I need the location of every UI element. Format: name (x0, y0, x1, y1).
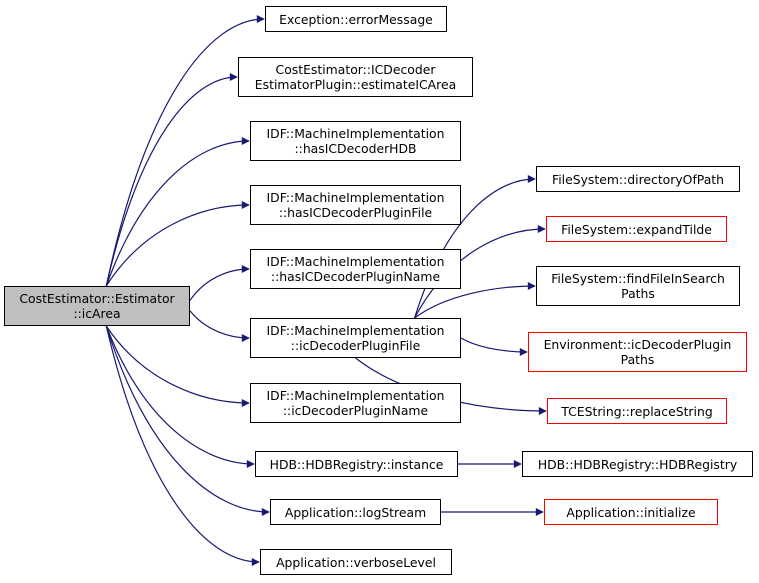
node-app-initialize[interactable]: Application::initialize (544, 499, 718, 525)
node-label-line: TCEString::replaceString (561, 403, 713, 419)
node-label-line: Paths (620, 352, 655, 367)
node-plugin-file[interactable]: IDF::MachineImplementation::icDecoderPlu… (250, 318, 461, 358)
node-label-line: ::hasICDecoderPluginName (270, 269, 441, 284)
node-label-line: HDB::HDBRegistry::HDBRegistry (537, 456, 738, 472)
node-root: CostEstimator::Estimator::icArea (4, 286, 190, 326)
node-label-line: IDF::MachineImplementation (266, 323, 445, 338)
edge-plugin-file-to-expand-tilde (414, 225, 546, 319)
edge-root-to-hdb-instance (105, 325, 255, 468)
node-label-line: IDF::MachineImplementation (266, 388, 445, 403)
node-label-line: Paths (621, 286, 655, 301)
edge-root-to-estimate-ic-area (105, 73, 238, 287)
node-label-line: ::hasICDecoderPluginFile (278, 205, 433, 220)
edge-root-to-has-plugin-file (105, 201, 250, 287)
node-hdb-instance[interactable]: HDB::HDBRegistry::instance (255, 451, 458, 477)
node-label-line: FileSystem::expandTilde (561, 221, 712, 237)
node-label-line: Environment::icDecoderPlugin (543, 337, 732, 352)
node-hdb-registry[interactable]: HDB::HDBRegistry::HDBRegistry (522, 451, 753, 477)
node-label-line: Application::verboseLevel (276, 554, 436, 570)
node-error-message[interactable]: Exception::errorMessage (265, 6, 447, 32)
node-label-line: IDF::MachineImplementation (266, 190, 445, 205)
edge-root-to-error-message (105, 15, 265, 287)
node-label-line: CostEstimator::Estimator (19, 291, 175, 306)
node-label-line: EstimatorPlugin::estimateICArea (254, 77, 457, 92)
edge-root-to-has-hdb (105, 137, 250, 287)
node-label-line: ::icArea (73, 306, 121, 321)
edge-root-to-verbose-level (105, 325, 260, 566)
node-label-line: IDF::MachineImplementation (266, 126, 445, 141)
node-label-line: FileSystem::findFileInSearch (551, 271, 725, 286)
node-label-line: ::hasICDecoderHDB (294, 141, 417, 156)
node-label-line: Application::logStream (284, 504, 427, 520)
edge-plugin-file-to-find-file (414, 282, 536, 319)
node-plugin-name[interactable]: IDF::MachineImplementation::icDecoderPlu… (250, 383, 461, 423)
node-verbose-level[interactable]: Application::verboseLevel (260, 549, 452, 575)
node-has-plugin-name[interactable]: IDF::MachineImplementation::hasICDecoder… (250, 249, 461, 289)
edge-root-to-plugin-name (105, 325, 250, 407)
node-label-line: ::icDecoderPluginFile (290, 338, 421, 353)
node-replace-string[interactable]: TCEString::replaceString (547, 398, 727, 424)
edge-root-to-plugin-file (189, 310, 250, 342)
node-label-line: ::icDecoderPluginName (282, 403, 429, 418)
node-directory-of-path[interactable]: FileSystem::directoryOfPath (536, 166, 740, 192)
node-expand-tilde[interactable]: FileSystem::expandTilde (546, 216, 727, 242)
node-has-hdb[interactable]: IDF::MachineImplementation::hasICDecoder… (250, 121, 461, 161)
node-log-stream[interactable]: Application::logStream (270, 499, 441, 525)
node-label-line: FileSystem::directoryOfPath (551, 171, 725, 187)
node-label-line: Exception::errorMessage (279, 11, 433, 27)
edge-root-to-log-stream (105, 325, 270, 516)
node-label-line: Application::initialize (566, 504, 696, 520)
node-label-line: CostEstimator::ICDecoder (275, 62, 436, 77)
edge-plugin-file-to-env-paths (460, 337, 528, 356)
node-label-line: IDF::MachineImplementation (266, 254, 445, 269)
node-has-plugin-file[interactable]: IDF::MachineImplementation::hasICDecoder… (250, 185, 461, 225)
node-label-line: HDB::HDBRegistry::instance (269, 456, 444, 472)
edge-root-to-has-plugin-name (189, 265, 250, 301)
